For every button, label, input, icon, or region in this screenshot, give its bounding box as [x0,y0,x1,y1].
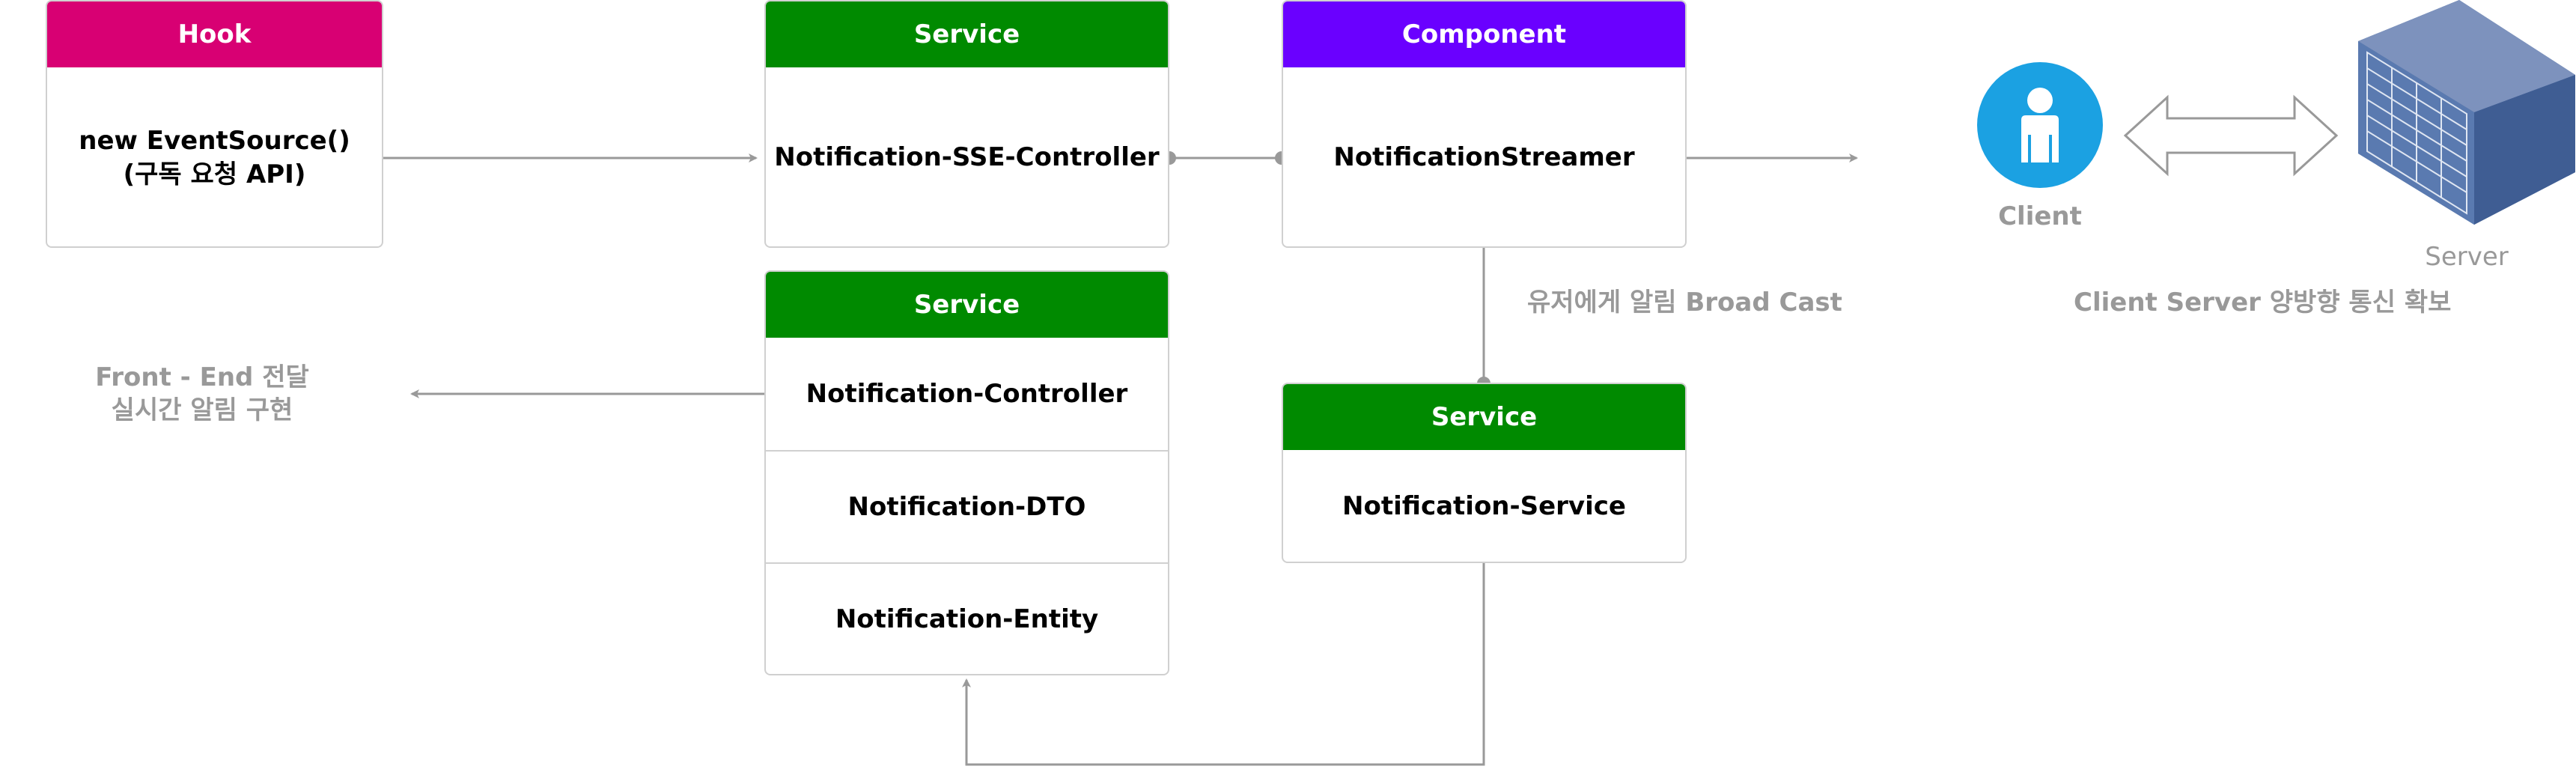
notification-service-card: Service Notification-Service [1282,383,1687,563]
sse-controller-label: Notification-SSE-Controller [774,142,1160,173]
notification-dto-label: Notification-DTO [847,491,1086,522]
event-source-row: new EventSource() (구독 요청 API) [47,67,382,246]
double-arrow-icon [2123,94,2339,177]
broadcast-label: 유저에게 알림 Broad Cast [1527,288,1842,317]
notification-entity-row: Notification-Entity [766,562,1168,674]
notification-controller-label: Notification-Controller [806,378,1128,409]
notification-streamer-card: Component NotificationStreamer [1282,0,1687,248]
two-way-label: Client Server 양방향 통신 확보 [2074,288,2452,317]
sse-controller-card: Service Notification-SSE-Controller [764,0,1169,248]
notification-entity-label: Notification-Entity [835,604,1099,634]
sse-controller-card-header: Service [766,1,1168,67]
notification-dto-row: Notification-DTO [766,450,1168,562]
notification-controller-row: Notification-Controller [766,338,1168,450]
notification-streamer-card-header: Component [1283,1,1685,67]
front-end-label: Front - End 전달 실시간 알림 구현 [95,362,309,426]
notification-service-card-header: Service [1283,384,1685,450]
notification-streamer-label: NotificationStreamer [1333,142,1635,173]
notification-layer-card: Service Notification-Controller Notifica… [764,270,1169,675]
notification-streamer-row: NotificationStreamer [1283,67,1685,246]
client-label: Client [1998,201,2082,231]
edge-service-to-entity [962,563,1485,766]
sse-controller-row: Notification-SSE-Controller [766,67,1168,246]
notification-service-label: Notification-Service [1342,491,1626,522]
hook-card-header: Hook [47,1,382,67]
user-icon [1977,62,2103,188]
hook-card: Hook new EventSource() (구독 요청 API) [46,0,383,248]
notification-service-row: Notification-Service [1283,450,1685,562]
notification-layer-card-header: Service [766,272,1168,338]
event-source-label: new EventSource() (구독 요청 API) [79,126,350,189]
server-rack-icon [2358,0,2575,225]
server-label: Server [2425,242,2509,272]
